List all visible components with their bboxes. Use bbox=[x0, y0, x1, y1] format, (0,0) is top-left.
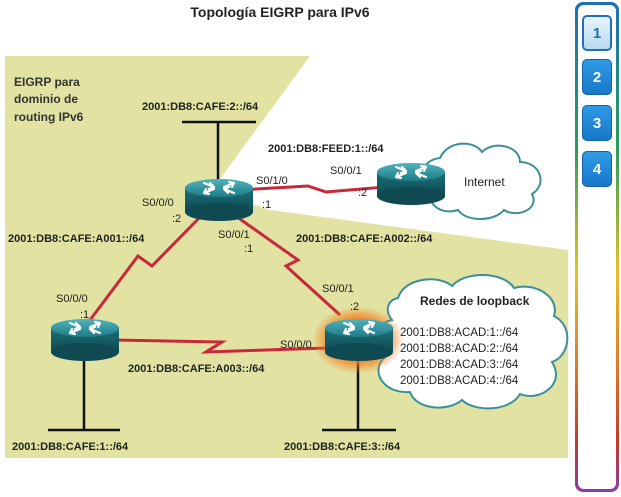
r1-s010-host: :1 bbox=[262, 199, 271, 211]
step-button-4[interactable]: 4 bbox=[582, 151, 612, 187]
loopback-item-4: 2001:DB8:ACAD:4::/64 bbox=[400, 375, 519, 387]
isp-host: :2 bbox=[358, 187, 367, 199]
network-top-label: 2001:DB8:CAFE:2::/64 bbox=[142, 101, 259, 113]
r3-s001-label: S0/0/1 bbox=[322, 283, 354, 295]
eigrp-topology-diagram: EIGRP para dominio de routing IPv6 Inter… bbox=[5, 56, 569, 458]
step-button-3[interactable]: 3 bbox=[582, 105, 612, 141]
isp-s001-label: S0/0/1 bbox=[330, 165, 362, 177]
router-r1-icon[interactable] bbox=[184, 178, 254, 222]
step-button-2[interactable]: 2 bbox=[582, 59, 612, 95]
network-a002-label: 2001:DB8:CAFE:A002::/64 bbox=[296, 233, 433, 245]
loopback-item-2: 2001:DB8:ACAD:2::/64 bbox=[400, 343, 519, 355]
domain-label-line2: dominio de bbox=[14, 92, 78, 106]
network-a003-label: 2001:DB8:CAFE:A003::/64 bbox=[128, 363, 265, 375]
network-feed-label: 2001:DB8:FEED:1::/64 bbox=[268, 143, 384, 155]
serial-link-r1-isp bbox=[239, 184, 397, 194]
domain-label-line1: EIGRP para bbox=[14, 75, 80, 89]
loopback-item-3: 2001:DB8:ACAD:3::/64 bbox=[400, 359, 519, 371]
r1-s001-label: S0/0/1 bbox=[218, 229, 250, 241]
loopback-item-1: 2001:DB8:ACAD:1::/64 bbox=[400, 327, 519, 339]
network-left-bottom-label: 2001:DB8:CAFE:1::/64 bbox=[12, 441, 129, 453]
step-navigation-panel: 1 2 3 4 bbox=[578, 5, 616, 489]
serial-link-r1-r2 bbox=[88, 210, 207, 321]
r2-s000-label: S0/0/0 bbox=[56, 293, 88, 305]
step-navigation: 1 2 3 4 bbox=[575, 2, 619, 492]
step-button-1[interactable]: 1 bbox=[582, 15, 612, 51]
r2-host: :1 bbox=[80, 309, 89, 321]
r1-s010-label: S0/1/0 bbox=[256, 175, 288, 187]
network-right-bottom-label: 2001:DB8:CAFE:3::/64 bbox=[284, 441, 401, 453]
serial-link-r2-r3 bbox=[111, 338, 329, 354]
diagram-title: Topología EIGRP para IPv6 bbox=[190, 4, 370, 20]
router-r2-icon[interactable] bbox=[50, 318, 120, 362]
router-isp-icon[interactable] bbox=[376, 162, 446, 206]
domain-label-line3: routing IPv6 bbox=[14, 110, 84, 124]
network-a001-label: 2001:DB8:CAFE:A001::/64 bbox=[8, 233, 145, 245]
serial-link-r1-r3 bbox=[229, 210, 342, 317]
r1-s001-host: :1 bbox=[244, 243, 253, 255]
r1-s000-host: :2 bbox=[172, 213, 181, 225]
r1-s000-label: S0/0/0 bbox=[142, 197, 174, 209]
r3-s001-host: :2 bbox=[350, 301, 359, 313]
router-r3-icon[interactable] bbox=[324, 318, 394, 362]
r3-s000-label: S0/0/0 bbox=[280, 339, 312, 351]
loopback-title: Redes de loopback bbox=[420, 294, 530, 308]
internet-label: Internet bbox=[464, 175, 505, 189]
